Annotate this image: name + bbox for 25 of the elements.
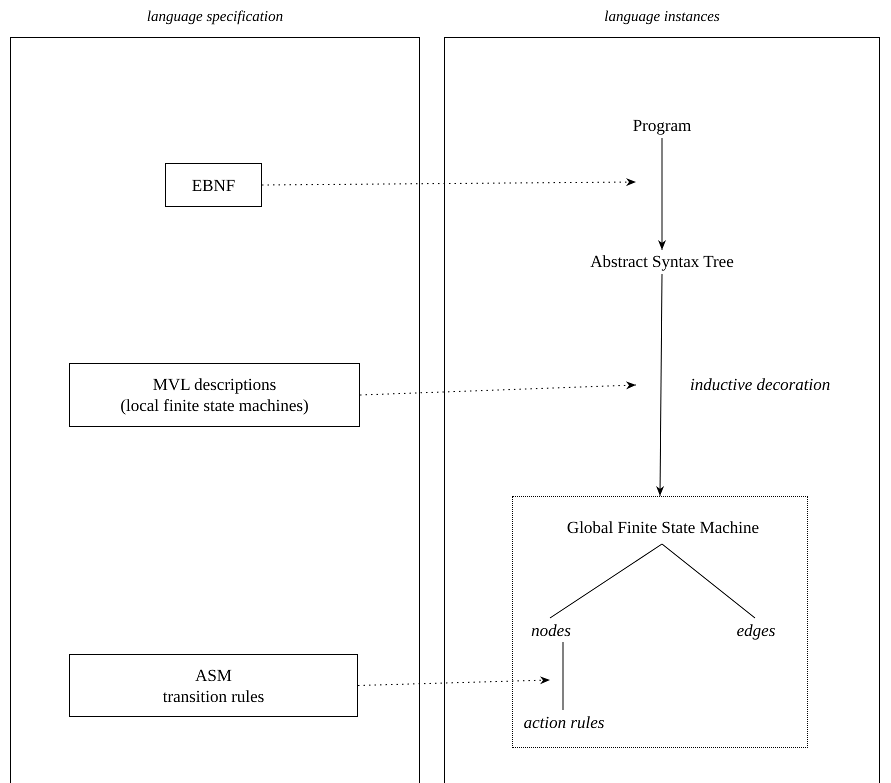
arrow bbox=[358, 676, 550, 686]
node-label: action rules bbox=[509, 711, 619, 735]
node-label: nodes bbox=[521, 619, 581, 643]
group-title: Global Finite State Machine bbox=[533, 517, 793, 545]
panel-heading: language instances bbox=[603, 8, 721, 27]
spec-box bbox=[69, 363, 360, 427]
box-text: ASM bbox=[195, 664, 232, 686]
connector-line bbox=[562, 642, 564, 710]
panel-heading: language specification bbox=[146, 8, 284, 27]
arrow bbox=[360, 381, 636, 396]
node-label: Abstract Syntax Tree bbox=[567, 250, 757, 274]
node-label: edges bbox=[726, 619, 786, 643]
dotted-group-box bbox=[512, 496, 808, 748]
spec-box bbox=[69, 654, 358, 717]
connector-line bbox=[550, 544, 662, 618]
spec-box bbox=[165, 163, 262, 207]
box-text: MVL descriptions bbox=[152, 374, 276, 395]
connector-line bbox=[662, 544, 756, 618]
box-text: EBNF bbox=[192, 174, 236, 196]
box-text: (local finite state machines) bbox=[120, 395, 309, 416]
arrow bbox=[262, 178, 636, 186]
node-label: Program bbox=[612, 114, 712, 138]
arrow bbox=[656, 274, 664, 496]
box-text: transition rules bbox=[162, 686, 264, 706]
arrow bbox=[658, 138, 666, 250]
